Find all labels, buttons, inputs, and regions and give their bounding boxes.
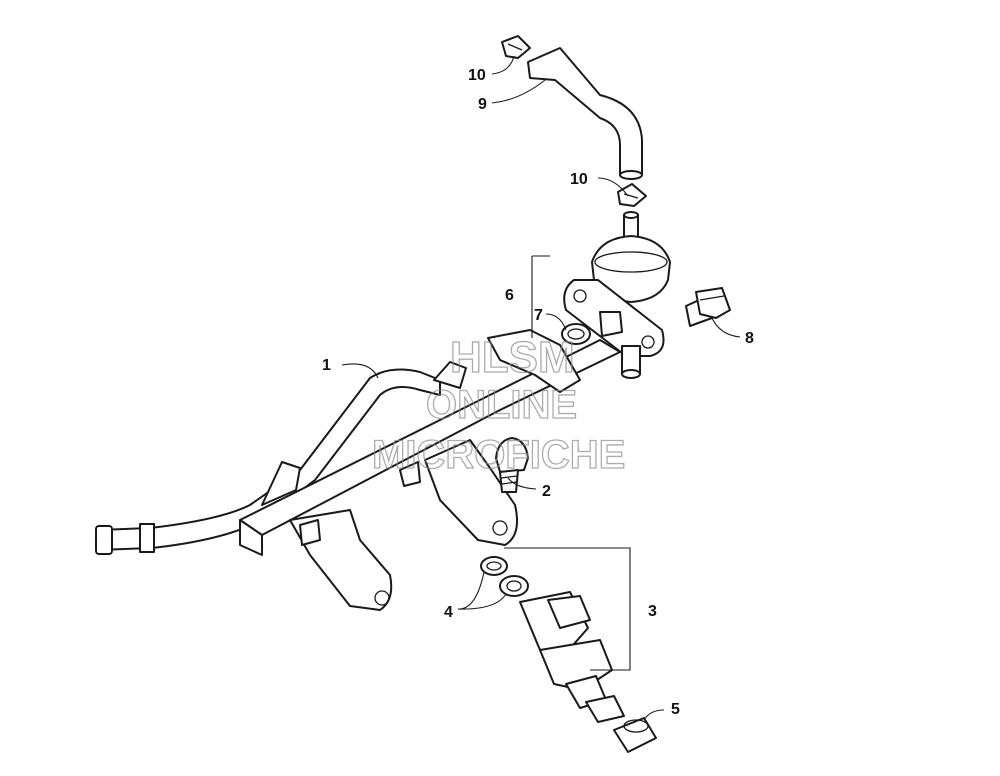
callout-9: 9 bbox=[478, 96, 487, 113]
callout-2: 2 bbox=[542, 483, 551, 500]
leader-lines bbox=[341, 55, 741, 721]
fuel-injector-part bbox=[519, 591, 625, 723]
spacer-part bbox=[613, 717, 657, 753]
callout-4: 4 bbox=[444, 604, 453, 621]
callout-8: 8 bbox=[745, 330, 754, 347]
callout-3: 3 bbox=[648, 603, 657, 620]
vent-hose-part bbox=[527, 47, 643, 180]
callout-5: 5 bbox=[671, 701, 680, 718]
callout-1: 1 bbox=[322, 357, 331, 374]
fuel-rail-part bbox=[95, 329, 621, 611]
callout-7: 7 bbox=[534, 307, 543, 324]
o-ring-part bbox=[561, 323, 591, 345]
bolt-part bbox=[685, 287, 731, 327]
callout-10-top: 10 bbox=[468, 67, 486, 84]
hose-clamp-top-part bbox=[501, 35, 531, 59]
screw-part bbox=[495, 437, 529, 493]
watermark-line-1: HLSM bbox=[450, 333, 575, 382]
watermark-line-3: MICROFICHE bbox=[372, 433, 625, 477]
watermark-line-2: ONLINE bbox=[426, 383, 577, 427]
callout-10-bottom: 10 bbox=[570, 171, 588, 188]
injector-o-rings-part bbox=[480, 556, 529, 597]
pressure-regulator-part bbox=[563, 211, 671, 379]
hose-clamp-bottom-part bbox=[617, 183, 647, 207]
callout-6: 6 bbox=[505, 287, 514, 304]
